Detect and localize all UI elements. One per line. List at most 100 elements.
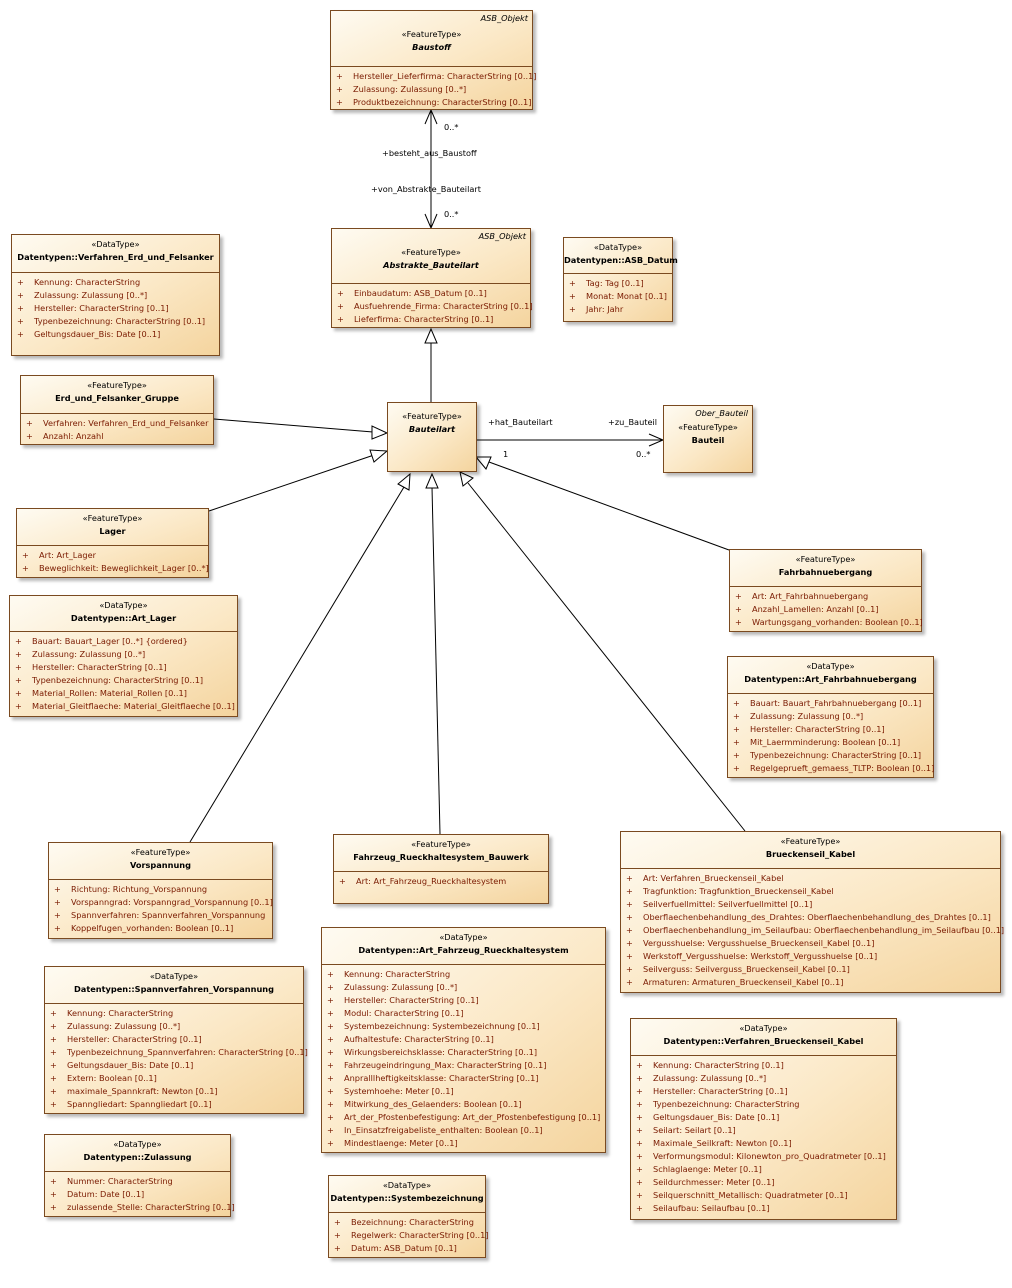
attribute-row: +Bauart: Bauart_Lager [0..*] {ordered} <box>10 635 237 648</box>
attribute-row: +Tag: Tag [0..1] <box>564 277 672 290</box>
visibility-marker: + <box>336 71 343 81</box>
visibility-marker: + <box>327 1073 334 1083</box>
stereotype: «FeatureType» <box>678 422 738 432</box>
attribute-text: Zulassung: Zulassung [0..*] <box>34 290 148 300</box>
attribute-text: Wirkungsbereichsklasse: CharacterString … <box>344 1047 538 1057</box>
attribute-row: +Tragfunktion: Tragfunktion_Brueckenseil… <box>621 885 1000 898</box>
attribute-row: +Hersteller_Lieferfirma: CharacterString… <box>331 70 536 83</box>
gen-fahrzeugrs <box>431 486 441 835</box>
datatype-art-fahrzeug-rueckhaltesystem[interactable]: «DataType» Datentypen::Art_Fahrzeug_Ruec… <box>321 927 606 1153</box>
visibility-marker: + <box>636 1151 643 1161</box>
attribute-text: Ausfuehrende_Firma: CharacterString [0..… <box>354 301 533 311</box>
class-name: Lager <box>99 526 126 536</box>
visibility-marker: + <box>336 84 343 94</box>
visibility-marker: + <box>636 1203 643 1213</box>
attribute-row: + Zulassung: Zulassung [0..*] <box>631 1072 896 1085</box>
attribute-row: +Regelwerk: CharacterString [0..1] <box>329 1229 489 1242</box>
attribute-row: +In_Einsatzfreigabeliste_enthalten: Bool… <box>322 1124 605 1137</box>
class-brueckenseil-kabel[interactable]: «FeatureType» Brueckenseil_Kabel +Art: V… <box>620 831 1004 993</box>
attribute-list: +Kennung: CharacterString+Zulassung: Zul… <box>12 272 219 341</box>
stereotype: «FeatureType» <box>130 847 191 857</box>
class-bauteil[interactable]: Ober_Bauteil «FeatureType» Bauteil <box>663 405 753 473</box>
class-erd-und-felsanker-gruppe[interactable]: «FeatureType» Erd_und_Felsanker_Gruppe +… <box>20 375 214 445</box>
attribute-row: +Zulassung: Zulassung [0..*] <box>12 289 219 302</box>
attribute-text: Hersteller: CharacterString [0..1] <box>750 724 885 734</box>
datatype-zulassung[interactable]: «DataType» Datentypen::Zulassung +Nummer… <box>44 1134 235 1217</box>
datatype-verfahren-erd-und-felsanker[interactable]: «DataType» Datentypen::Verfahren_Erd_und… <box>11 234 220 356</box>
attribute-row: +Hersteller: CharacterString [0..1] <box>728 723 933 736</box>
visibility-marker: + <box>327 1086 334 1096</box>
attribute-text: Art: Art_Fahrbahnuebergang <box>752 591 869 601</box>
attribute-list: +Hersteller_Lieferfirma: CharacterString… <box>331 66 536 109</box>
attribute-text: Zulassung: Zulassung [0..*] <box>653 1073 767 1083</box>
attribute-text: Armaturen: Armaturen_Brueckenseil_Kabel … <box>643 977 844 987</box>
gen-fahrbahn <box>488 461 730 551</box>
class-baustoff[interactable]: ASB_Objekt «FeatureType» Baustoff +Herst… <box>330 10 536 110</box>
class-bauteilart[interactable]: «FeatureType» Bauteilart <box>387 402 477 472</box>
visibility-marker: + <box>733 750 740 760</box>
visibility-marker: + <box>50 1189 57 1199</box>
class-vorspannung[interactable]: «FeatureType» Vorspannung +Richtung: Ric… <box>48 842 273 939</box>
visibility-marker: + <box>54 910 61 920</box>
attribute-row: +Seilart: Seilart [0..1] <box>631 1124 896 1137</box>
attribute-row: +Verfahren: Verfahren_Erd_und_Felsanker <box>21 417 213 430</box>
attribute-text: Zulassung: Zulassung [0..*] <box>750 711 864 721</box>
visibility-marker: + <box>733 763 740 773</box>
attribute-text: Typenbezeichnung_Spannverfahren: Charact… <box>67 1047 308 1057</box>
attribute-row: +Art: Art_Fahrzeug_Rueckhaltesystem <box>334 875 548 888</box>
stereotype: «FeatureType» <box>780 836 841 846</box>
attribute-text: Oberflaechenbehandlung_im_Seilaufbau: Ob… <box>643 925 1005 935</box>
visibility-marker: + <box>334 1230 341 1240</box>
class-name: Brueckenseil_Kabel <box>765 849 856 859</box>
class-name: Datentypen::Spannverfahren_Vorspannung <box>74 984 274 994</box>
class-name: Datentypen::Art_Fahrzeug_Rueckhaltesyste… <box>358 945 569 955</box>
class-fahrzeug-rueckhaltesystem-bauwerk[interactable]: «FeatureType» Fahrzeug_Rueckhaltesystem_… <box>333 834 549 904</box>
class-lager[interactable]: «FeatureType» Lager +Art: Art_Lager+Bewe… <box>16 508 209 578</box>
visibility-marker: + <box>636 1073 643 1083</box>
visibility-marker: + <box>15 649 22 659</box>
role-besteht-aus-baustoff: +besteht_aus_Baustoff <box>382 148 477 158</box>
visibility-marker: + <box>636 1086 643 1096</box>
attribute-text: Material_Rollen: Material_Rollen [0..1] <box>32 688 187 698</box>
attribute-text: Monat: Monat [0..1] <box>586 291 667 301</box>
attribute-text: zulassende_Stelle: CharacterString [0..1… <box>67 1202 235 1212</box>
datatype-art-lager[interactable]: «DataType» Datentypen::Art_Lager +Bauart… <box>9 595 238 717</box>
visibility-marker: + <box>15 636 22 646</box>
attribute-text: Hersteller: CharacterString [0..1] <box>653 1086 788 1096</box>
visibility-marker: + <box>626 951 633 961</box>
datatype-verfahren-brueckenseil-kabel[interactable]: «DataType» Datentypen::Verfahren_Bruecke… <box>630 1018 897 1220</box>
datatype-asb-datum[interactable]: «DataType» Datentypen::ASB_Datum +Tag: T… <box>563 237 678 322</box>
attribute-row: +Typenbezeichnung: CharacterString [0..1… <box>12 315 219 328</box>
class-fahrbahnuebergang[interactable]: «FeatureType» Fahrbahnuebergang +Art: Ar… <box>729 549 923 632</box>
visibility-marker: + <box>636 1125 643 1135</box>
attribute-row: +Schlaglaenge: Meter [0..1] <box>631 1163 896 1176</box>
attribute-row: + Hersteller: CharacterString [0..1] <box>631 1085 896 1098</box>
stereotype: «FeatureType» <box>87 380 147 390</box>
visibility-marker: + <box>26 431 33 441</box>
gen-lager <box>208 454 375 512</box>
mult-bauteil: 0..* <box>636 449 651 459</box>
attribute-text: Tragfunktion: Tragfunktion_Brueckenseil_… <box>643 886 834 896</box>
attribute-list: +Art: Verfahren_Brueckenseil_Kabel+Tragf… <box>621 868 1004 989</box>
attribute-row: +Seilquerschnitt_Metallisch: Quadratmete… <box>631 1189 896 1202</box>
class-abstrakte-bauteilart[interactable]: ASB_Objekt «FeatureType» Abstrakte_Baute… <box>331 228 533 328</box>
attribute-row: +Zulassung: Zulassung [0..*] <box>728 710 933 723</box>
datatype-systembezeichnung[interactable]: «DataType» Datentypen::Systembezeichnung… <box>328 1175 489 1258</box>
attribute-text: Datum: Date [0..1] <box>67 1189 145 1199</box>
visibility-marker: + <box>336 97 343 107</box>
datatype-spannverfahren-vorspannung[interactable]: «DataType» Datentypen::Spannverfahren_Vo… <box>44 966 308 1114</box>
attribute-text: Typenbezeichnung: CharacterString [0..1] <box>750 750 922 760</box>
role-von-abstrakte: +von_Abstrakte_Bauteilart <box>371 184 481 194</box>
attribute-row: +Geltungsdauer_Bis: Date [0..1] <box>45 1059 303 1072</box>
visibility-marker: + <box>636 1177 643 1187</box>
datatype-art-fahrbahnuebergang[interactable]: «DataType» Datentypen::Art_Fahrbahnueber… <box>727 656 934 778</box>
attribute-text: Modul: CharacterString [0..1] <box>344 1008 464 1018</box>
attribute-row: +Produktbezeichnung: CharacterString [0.… <box>331 96 532 109</box>
attribute-row: +Systemhoehe: Meter [0..1] <box>322 1085 605 1098</box>
attribute-row: +Bezeichnung: CharacterString <box>329 1216 485 1229</box>
attribute-row: +Hersteller: CharacterString [0..1] <box>12 302 219 315</box>
visibility-marker: + <box>626 899 633 909</box>
attribute-row: +Nummer: CharacterString <box>45 1175 230 1188</box>
attribute-row: +Spanngliedart: Spanngliedart [0..1] <box>45 1098 303 1111</box>
attribute-text: Wartungsgang_vorhanden: Boolean [0..1] <box>752 617 923 627</box>
